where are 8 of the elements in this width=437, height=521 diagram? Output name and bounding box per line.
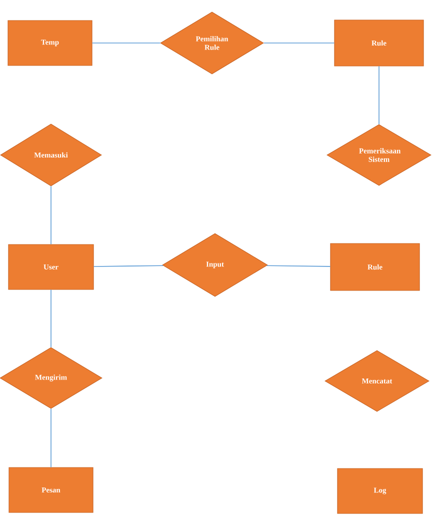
connector-line: [93, 265, 164, 267]
connector-line: [50, 289, 52, 348]
connector-line: [378, 66, 380, 125]
connector-line: [50, 408, 52, 468]
connector-line: [50, 186, 52, 245]
connector-line: [266, 265, 331, 267]
connector-line: [263, 42, 335, 44]
connector-line: [92, 42, 161, 44]
